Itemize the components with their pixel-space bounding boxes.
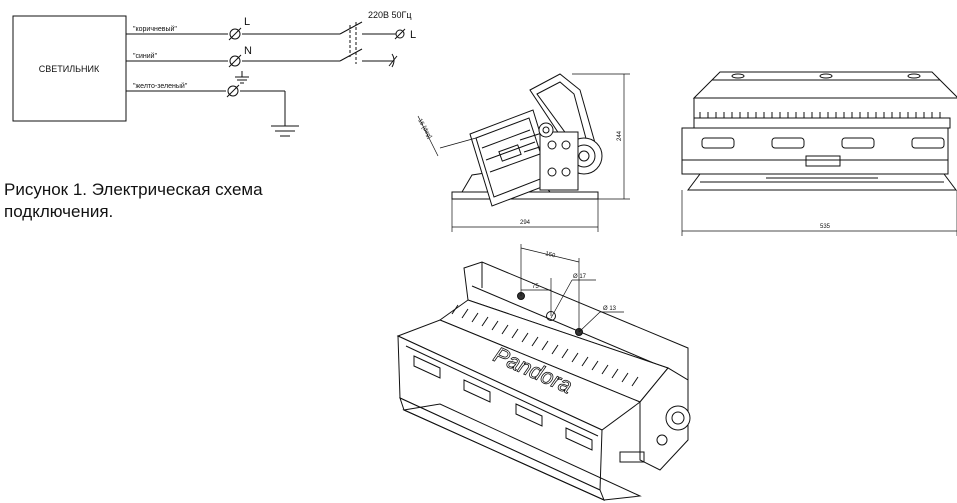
dim-75-label: 75 (532, 284, 539, 290)
dim-d17-label: Ø 17 (573, 274, 587, 280)
supply-l-label: L (410, 29, 416, 41)
front-view-dimensions (681, 190, 957, 236)
pe-ground-icon (235, 71, 249, 84)
side-view-dimensions (417, 73, 630, 232)
side-height-label: 244 (617, 130, 623, 141)
wire-blue-label: "синий" (133, 52, 158, 60)
side-width-label: 294 (520, 220, 531, 226)
side-angle-label: 16 [deg] (416, 118, 432, 140)
supply-terminal-L (394, 28, 406, 40)
terminal-n-label: N (244, 45, 252, 57)
terminal-PE (226, 84, 240, 98)
front-view-drawing (681, 71, 957, 191)
lamp-block (12, 15, 127, 122)
dim-150-label: 150 (545, 251, 557, 259)
front-width-label: 535 (820, 224, 831, 230)
figure-caption: Рисунок 1. Электрическая схема подключен… (4, 180, 263, 221)
device-label: СВЕТИЛЬНИК (39, 64, 100, 74)
dim-d13-label: Ø 13 (603, 306, 617, 312)
supply-label: 220В 50Гц (368, 10, 412, 20)
terminal-l-label: L (244, 16, 250, 28)
switch-icon (339, 21, 396, 64)
side-view-drawing (451, 73, 603, 207)
isometric-view-drawing (396, 261, 691, 501)
terminal-N (228, 54, 242, 68)
terminal-L (228, 27, 242, 41)
isometric-view-dimensions (520, 244, 624, 333)
wiring-diagram (12, 15, 340, 137)
supply-terminal-N (388, 53, 398, 68)
wire-brown-label: "коричневый" (133, 25, 177, 33)
wire-green-label: "желто-зеленый" (133, 82, 188, 90)
